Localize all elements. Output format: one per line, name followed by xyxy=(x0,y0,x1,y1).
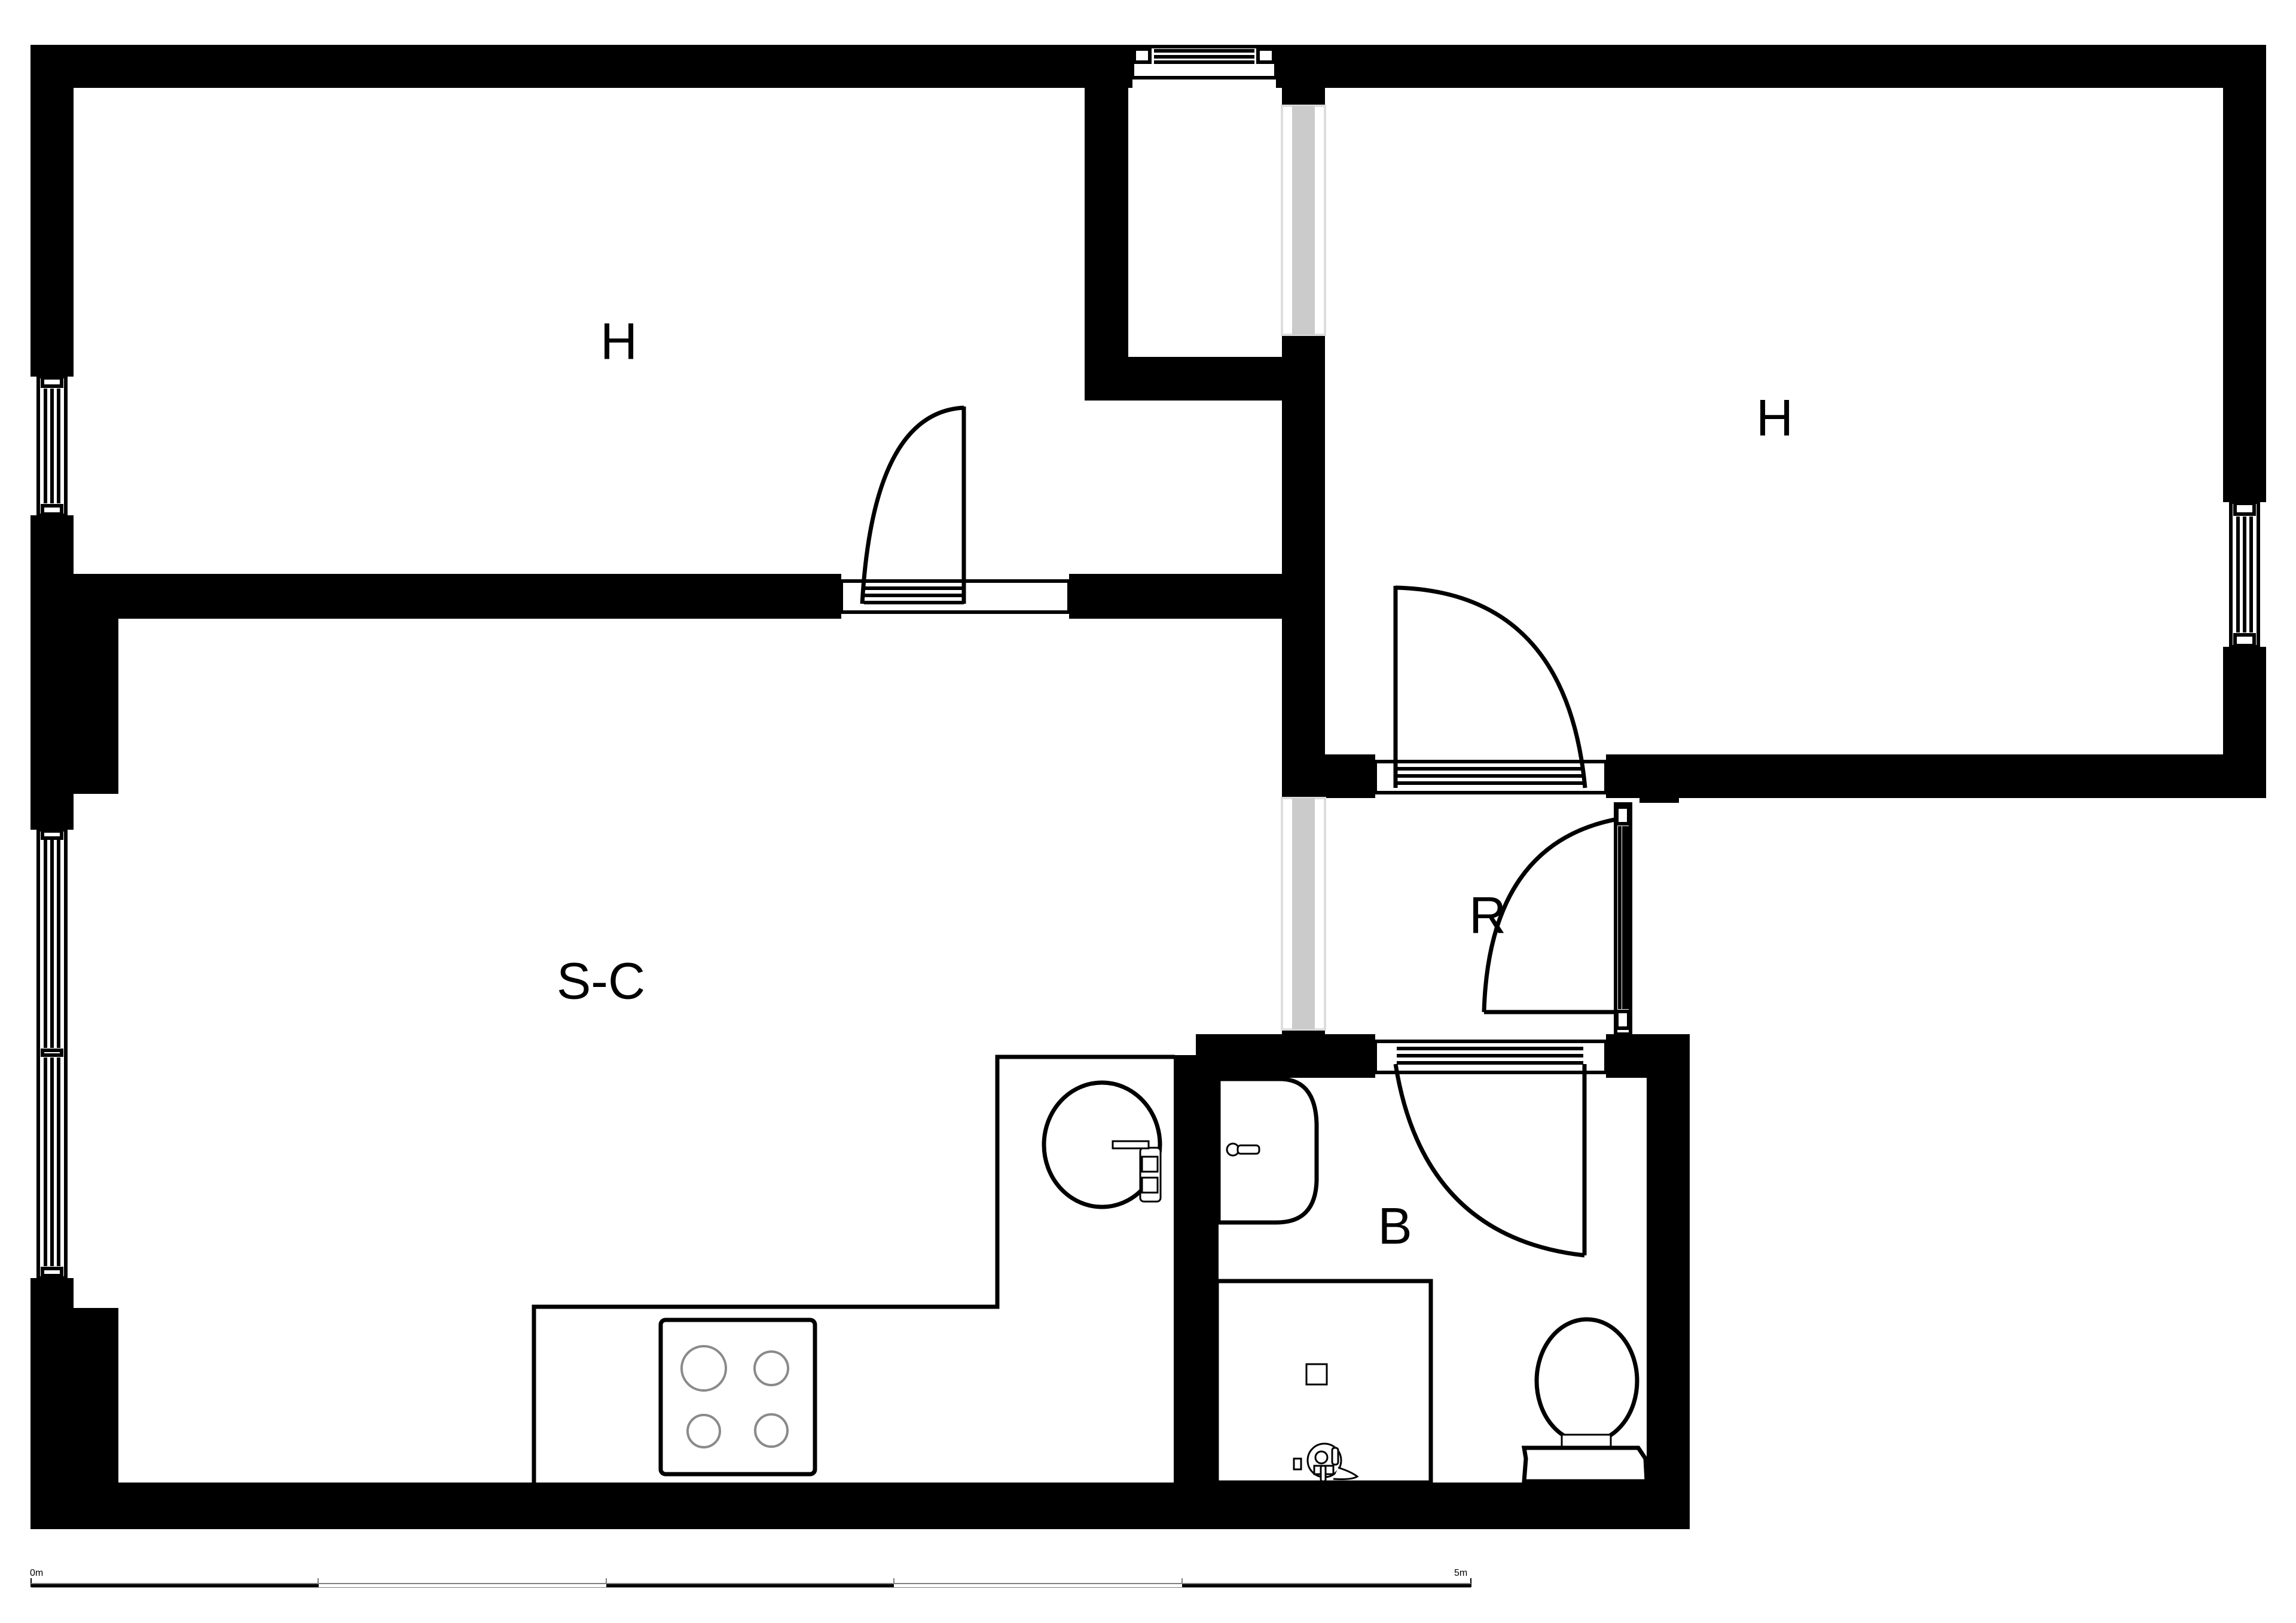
kitchen-sink[interactable] xyxy=(1042,1080,1162,1209)
cooktop[interactable] xyxy=(658,1318,817,1477)
shower-drain-icon xyxy=(1305,1363,1328,1386)
room-label-bathroom: B xyxy=(1378,1198,1412,1255)
wall-top-right xyxy=(1276,45,2266,88)
wall-bath-right xyxy=(1647,1034,1690,1529)
passage-closet xyxy=(1292,106,1315,335)
doors xyxy=(839,405,1619,1258)
room-label-hall: R xyxy=(1469,887,1506,945)
door-left-bedroom[interactable] xyxy=(839,405,1071,614)
wall-bedroom-sc-right xyxy=(1069,574,1284,619)
wall-right-upper xyxy=(2223,45,2266,502)
shower-tray xyxy=(1214,1279,1433,1485)
burner-icon xyxy=(686,1414,721,1448)
open-passages xyxy=(1281,105,1326,1031)
passage-sc-hall xyxy=(1292,798,1315,1029)
burner-icon xyxy=(754,1413,789,1448)
kitchen xyxy=(532,1055,1175,1483)
entrance-frame xyxy=(1614,802,1632,1036)
wall-left-upper xyxy=(30,45,74,377)
kitchen-counter xyxy=(532,1055,1175,1483)
toilet[interactable] xyxy=(1521,1317,1649,1484)
windows xyxy=(36,45,2260,1280)
kitchen-faucet-icon xyxy=(1112,1140,1162,1203)
wall-rbed-bottom-pier xyxy=(1639,798,1679,803)
scale-end-label: 5m xyxy=(1454,1568,1467,1578)
wall-left-middle-pier xyxy=(74,616,118,794)
room-label-bedroom-right: H xyxy=(1756,390,1793,447)
wall-rbed-bottom-right xyxy=(1606,754,2266,798)
washbasin-tap-icon xyxy=(1226,1142,1260,1157)
wall-hall-bath-left-step xyxy=(1282,1029,1325,1035)
door-entrance[interactable] xyxy=(1482,817,1619,1014)
wall-bath-left xyxy=(1174,1055,1219,1529)
wall-bedroom-sc-left xyxy=(30,574,841,619)
wall-center-upper xyxy=(1282,335,1325,798)
wall-closet-bottom xyxy=(1085,357,1284,401)
window-left-sc xyxy=(36,828,68,1280)
wall-top-left xyxy=(30,45,1132,88)
shower-mixer-icon xyxy=(1293,1442,1359,1483)
wall-left-middle xyxy=(30,515,74,830)
burner-icon xyxy=(753,1350,789,1386)
window-top xyxy=(1131,45,1278,80)
bathroom-fixtures xyxy=(1214,1077,1649,1485)
scale-bar: 0m 5m xyxy=(30,1568,1471,1588)
burner-icon xyxy=(680,1345,727,1392)
washbasin[interactable] xyxy=(1216,1077,1319,1225)
wall-top-pier xyxy=(1282,88,1325,106)
window-right-bedroom xyxy=(2229,500,2260,649)
room-label-bedroom-left: H xyxy=(600,313,637,371)
wall-bottom xyxy=(30,1483,1690,1529)
door-bathroom[interactable] xyxy=(1373,1040,1608,1258)
wall-rbed-bottom-left xyxy=(1282,754,1375,798)
room-label-living-kitchen: S-C xyxy=(557,953,645,1010)
window-left-bedroom xyxy=(36,375,68,517)
door-right-bedroom[interactable] xyxy=(1373,585,1608,794)
walls xyxy=(30,45,2266,1529)
wall-left-lower-pier xyxy=(74,1308,118,1499)
scale-start-label: 0m xyxy=(30,1568,43,1578)
wall-closet-left xyxy=(1085,45,1128,401)
room-labels: H H S-C R B xyxy=(557,313,1793,1255)
wall-hall-bath-left xyxy=(1196,1034,1375,1078)
